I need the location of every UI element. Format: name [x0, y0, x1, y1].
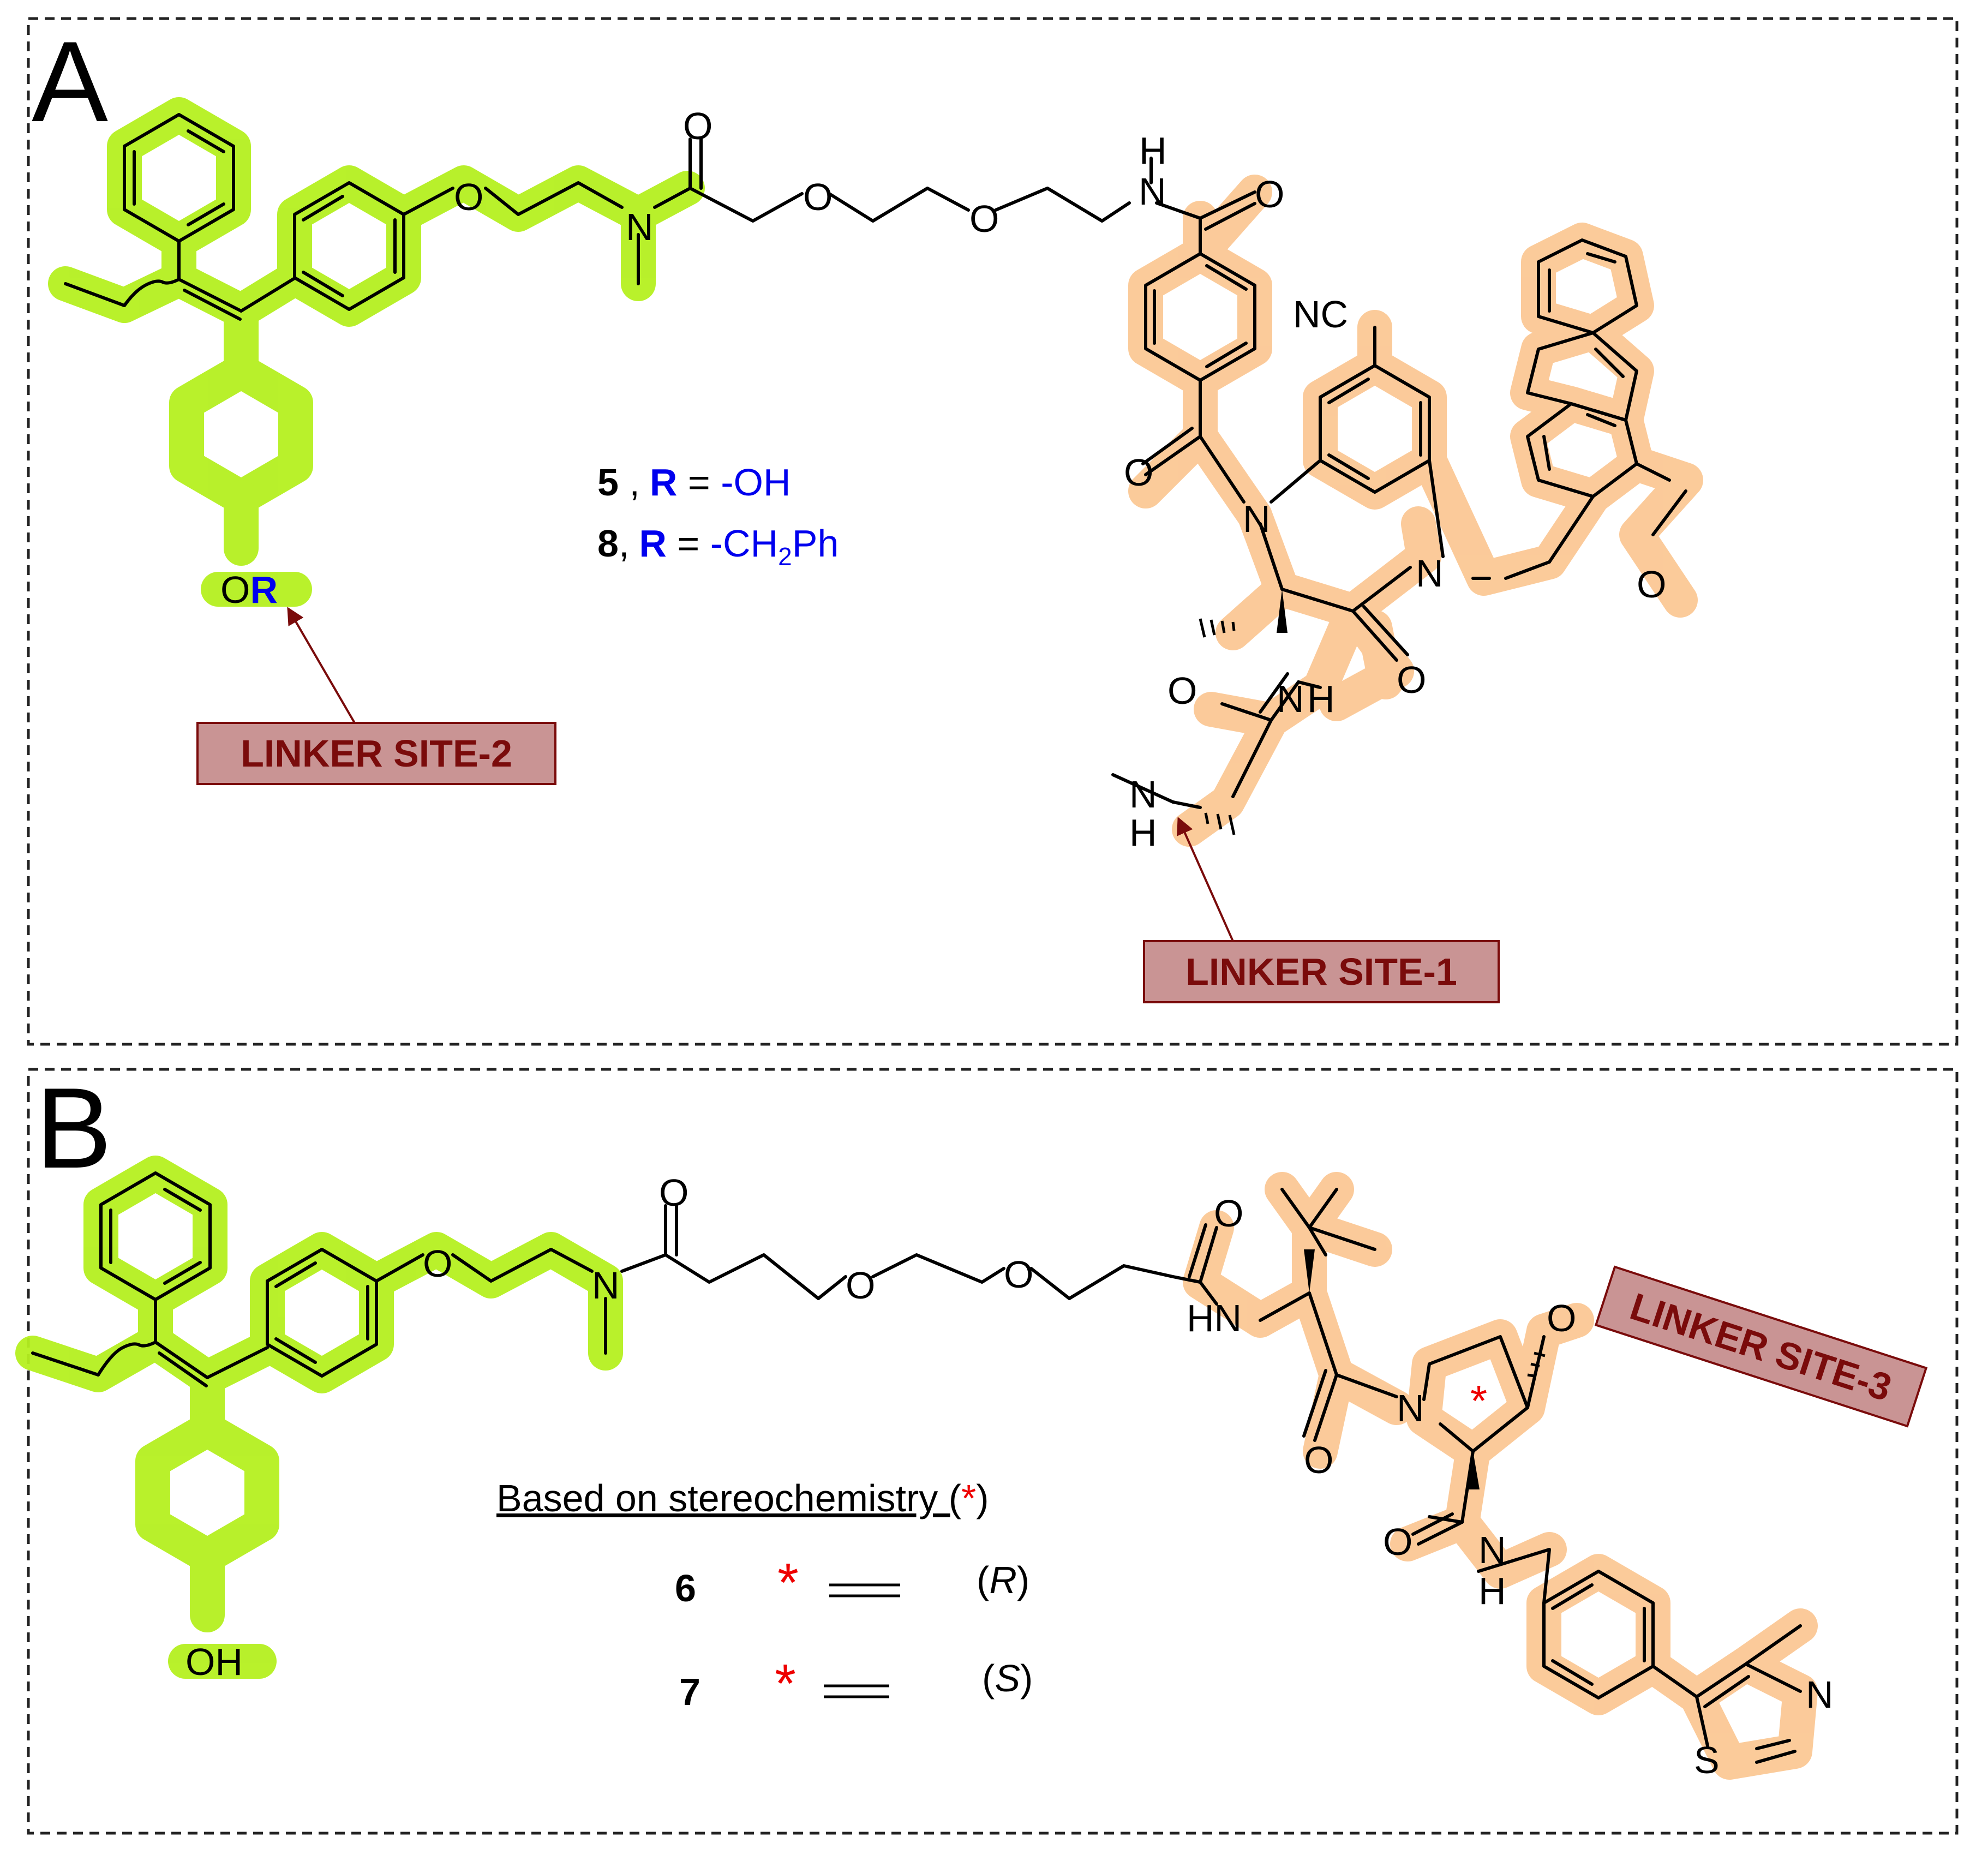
- atom-o: O: [846, 1264, 875, 1307]
- atom-n: N: [1416, 552, 1444, 595]
- compound-6-number: 6: [675, 1567, 696, 1609]
- atom-n: N: [1478, 1529, 1506, 1571]
- compound-8-legend: 8,R = -CH2Ph: [597, 522, 839, 571]
- atom-n: N: [1129, 773, 1157, 816]
- compound-6-double-bond: [829, 1583, 900, 1597]
- ring-stereo-star: *: [1470, 1377, 1487, 1425]
- atom-n: N: [592, 1264, 620, 1307]
- atom-hn: HN: [1187, 1297, 1242, 1339]
- atom-o: O: [969, 198, 999, 240]
- panel-a-hash-1: [1199, 618, 1236, 638]
- linker-site-1-arrow: [1177, 817, 1234, 942]
- atom-h: H: [1139, 129, 1167, 172]
- atom-o: O: [1637, 563, 1666, 606]
- compound-6-star: *: [777, 1552, 799, 1613]
- panel-a-green-highlight: [48, 97, 705, 607]
- atom-h: H: [1129, 811, 1157, 854]
- panel-b-wedge-1: [1304, 1249, 1315, 1293]
- panel-a-hash-2: [1204, 812, 1236, 835]
- panel-b-atoms: O N O O O O HN N O O O N H S N OH: [185, 1171, 1834, 1781]
- panel-b-molecule: [31, 1171, 1802, 1764]
- atom-n: N: [1277, 678, 1304, 720]
- atom-o: O: [1383, 1521, 1412, 1563]
- atom-o: O: [659, 1171, 688, 1214]
- atom-n: N: [626, 206, 654, 248]
- atom-o: O: [423, 1242, 452, 1285]
- compound-6-config: (R): [977, 1559, 1029, 1601]
- atom-nc: NC: [1293, 293, 1348, 336]
- compound-7-double-bond: [824, 1684, 889, 1698]
- atom-h: H: [1478, 1570, 1506, 1612]
- linker-site-2-label: LINKER SITE-2: [241, 732, 512, 775]
- atom-oh: OH: [185, 1641, 243, 1683]
- atom-o: O: [1397, 659, 1426, 701]
- atom-o: O: [1304, 1439, 1333, 1481]
- panel-b-label: B: [35, 1064, 112, 1192]
- linker-site-1-label: LINKER SITE-1: [1185, 950, 1457, 993]
- linker-site-2-box: [196, 722, 556, 785]
- linker-site-2-arrow: [287, 607, 356, 724]
- atom-o: O: [683, 105, 712, 147]
- atom-n: N: [1397, 1387, 1424, 1429]
- atom-h: H: [1307, 678, 1335, 720]
- atom-n: N: [1139, 170, 1166, 213]
- linker-site-3-box: [1594, 1265, 1928, 1428]
- atom-n: N: [1806, 1673, 1834, 1716]
- or-label: OR: [220, 569, 278, 611]
- compound-7-star: *: [775, 1653, 796, 1714]
- atom-o: O: [1167, 669, 1197, 712]
- linker-site-1-box: [1143, 940, 1500, 1003]
- atom-o: O: [1004, 1253, 1033, 1296]
- panel-a-molecule: [64, 113, 1687, 809]
- panel-a-wedge: [1277, 589, 1288, 633]
- atom-o: O: [1214, 1192, 1243, 1235]
- atom-o: O: [454, 176, 483, 218]
- panel-b-green-highlight: [15, 1156, 623, 1679]
- atom-o: O: [1547, 1297, 1576, 1339]
- panel-b-orange-highlight: [1183, 1172, 1818, 1780]
- panel-b-hash: [1527, 1351, 1546, 1378]
- panel-b-border: [27, 1068, 1959, 1835]
- linker-site-3: LINKER SITE-3: [1594, 1265, 1928, 1428]
- atom-n: N: [1243, 498, 1271, 540]
- compound-5-legend: 5 ,R = -OH: [597, 461, 791, 504]
- compound-7-config: (S): [982, 1657, 1033, 1700]
- panel-a-atoms: O N O O O H N O NC O N N O O N H O N H: [454, 105, 1666, 854]
- atom-s: S: [1694, 1739, 1720, 1781]
- panel-a-border: [27, 17, 1959, 1046]
- panel-b-wedge-2: [1466, 1451, 1480, 1489]
- atom-o: O: [803, 176, 833, 218]
- panel-a-orange-highlight: [1128, 175, 1703, 847]
- stereo-heading: Based on stereochemistry (*): [496, 1477, 989, 1519]
- atom-o: O: [1255, 173, 1284, 216]
- atom-o: O: [1124, 451, 1153, 494]
- panel-a-label: A: [32, 17, 108, 146]
- compound-7-number: 7: [679, 1671, 700, 1713]
